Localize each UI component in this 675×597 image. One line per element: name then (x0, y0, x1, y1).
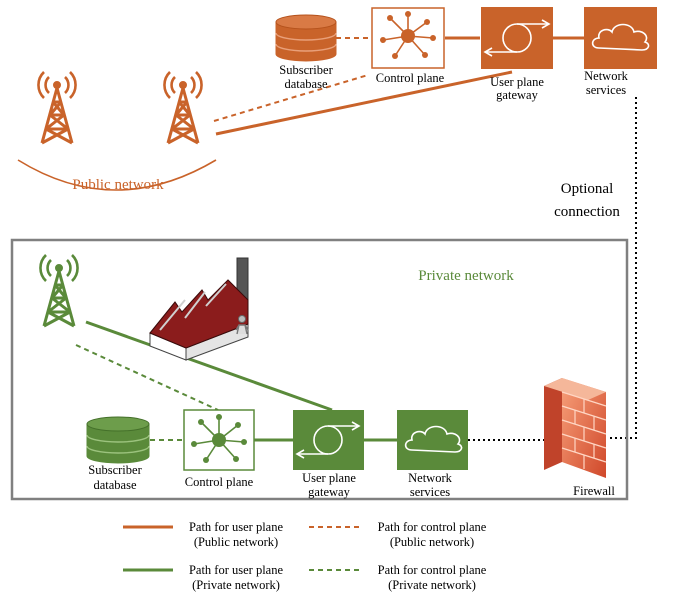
public-services-label-line1: Network (584, 69, 628, 83)
public-gateway-icon (481, 7, 553, 69)
public-db-label-line1: Subscriber (279, 63, 333, 77)
public-db-label-line2: database (284, 77, 327, 91)
optional-connection-line (608, 97, 637, 439)
public-user-path (215, 70, 513, 136)
public-gateway-label-line2: gateway (496, 88, 538, 102)
public-network-arc (17, 159, 217, 191)
legend-public-control-line2: (Public network) (390, 535, 474, 549)
private-control-plane-icon (183, 409, 255, 471)
legend-public-control-line1: Path for control plane (378, 520, 487, 534)
private-gateway-label-line2: gateway (308, 485, 350, 499)
public-tower-1-icon (36, 70, 78, 145)
public-control-plane-label: Control plane (376, 71, 445, 85)
private-control-path (75, 344, 219, 411)
firewall-label: Firewall (573, 484, 615, 498)
private-control-plane-label: Control plane (185, 475, 254, 489)
private-gateway-label-line1: User plane (302, 471, 356, 485)
private-database-icon (86, 416, 150, 464)
legend: Path for user plane (Public network) Pat… (123, 520, 487, 592)
private-db-label-line1: Subscriber (88, 463, 142, 477)
public-tower-2-icon (162, 70, 204, 145)
legend-private-user-line1: Path for user plane (189, 563, 284, 577)
public-cloud-icon (584, 7, 657, 69)
private-tower-icon (38, 253, 80, 328)
public-services-label-line2: services (586, 83, 626, 97)
legend-private-user-line2: (Private network) (192, 578, 280, 592)
worker-icon (235, 315, 249, 335)
optional-label-line2: connection (554, 204, 620, 220)
legend-public-user-line1: Path for user plane (189, 520, 284, 534)
factory-icon (149, 257, 249, 361)
private-cloud-icon (397, 410, 468, 470)
private-network-boundary (10, 238, 629, 501)
private-gateway-icon (293, 410, 364, 470)
firewall-brick-icon (544, 378, 607, 478)
public-gateway-label-line1: User plane (490, 75, 544, 89)
public-control-plane-icon (371, 7, 445, 69)
private-services-label-line1: Network (408, 471, 452, 485)
legend-public-user-line2: (Public network) (194, 535, 278, 549)
private-network-label: Private network (418, 268, 514, 284)
private-db-label-line2: database (93, 478, 136, 492)
public-database-icon (275, 14, 337, 62)
public-network-label: Public network (72, 177, 164, 193)
legend-private-control-line1: Path for control plane (378, 563, 487, 577)
private-user-path (85, 320, 333, 412)
optional-label-line1: Optional (561, 181, 614, 197)
legend-private-control-line2: (Private network) (388, 578, 476, 592)
private-services-label-line2: services (410, 485, 450, 499)
